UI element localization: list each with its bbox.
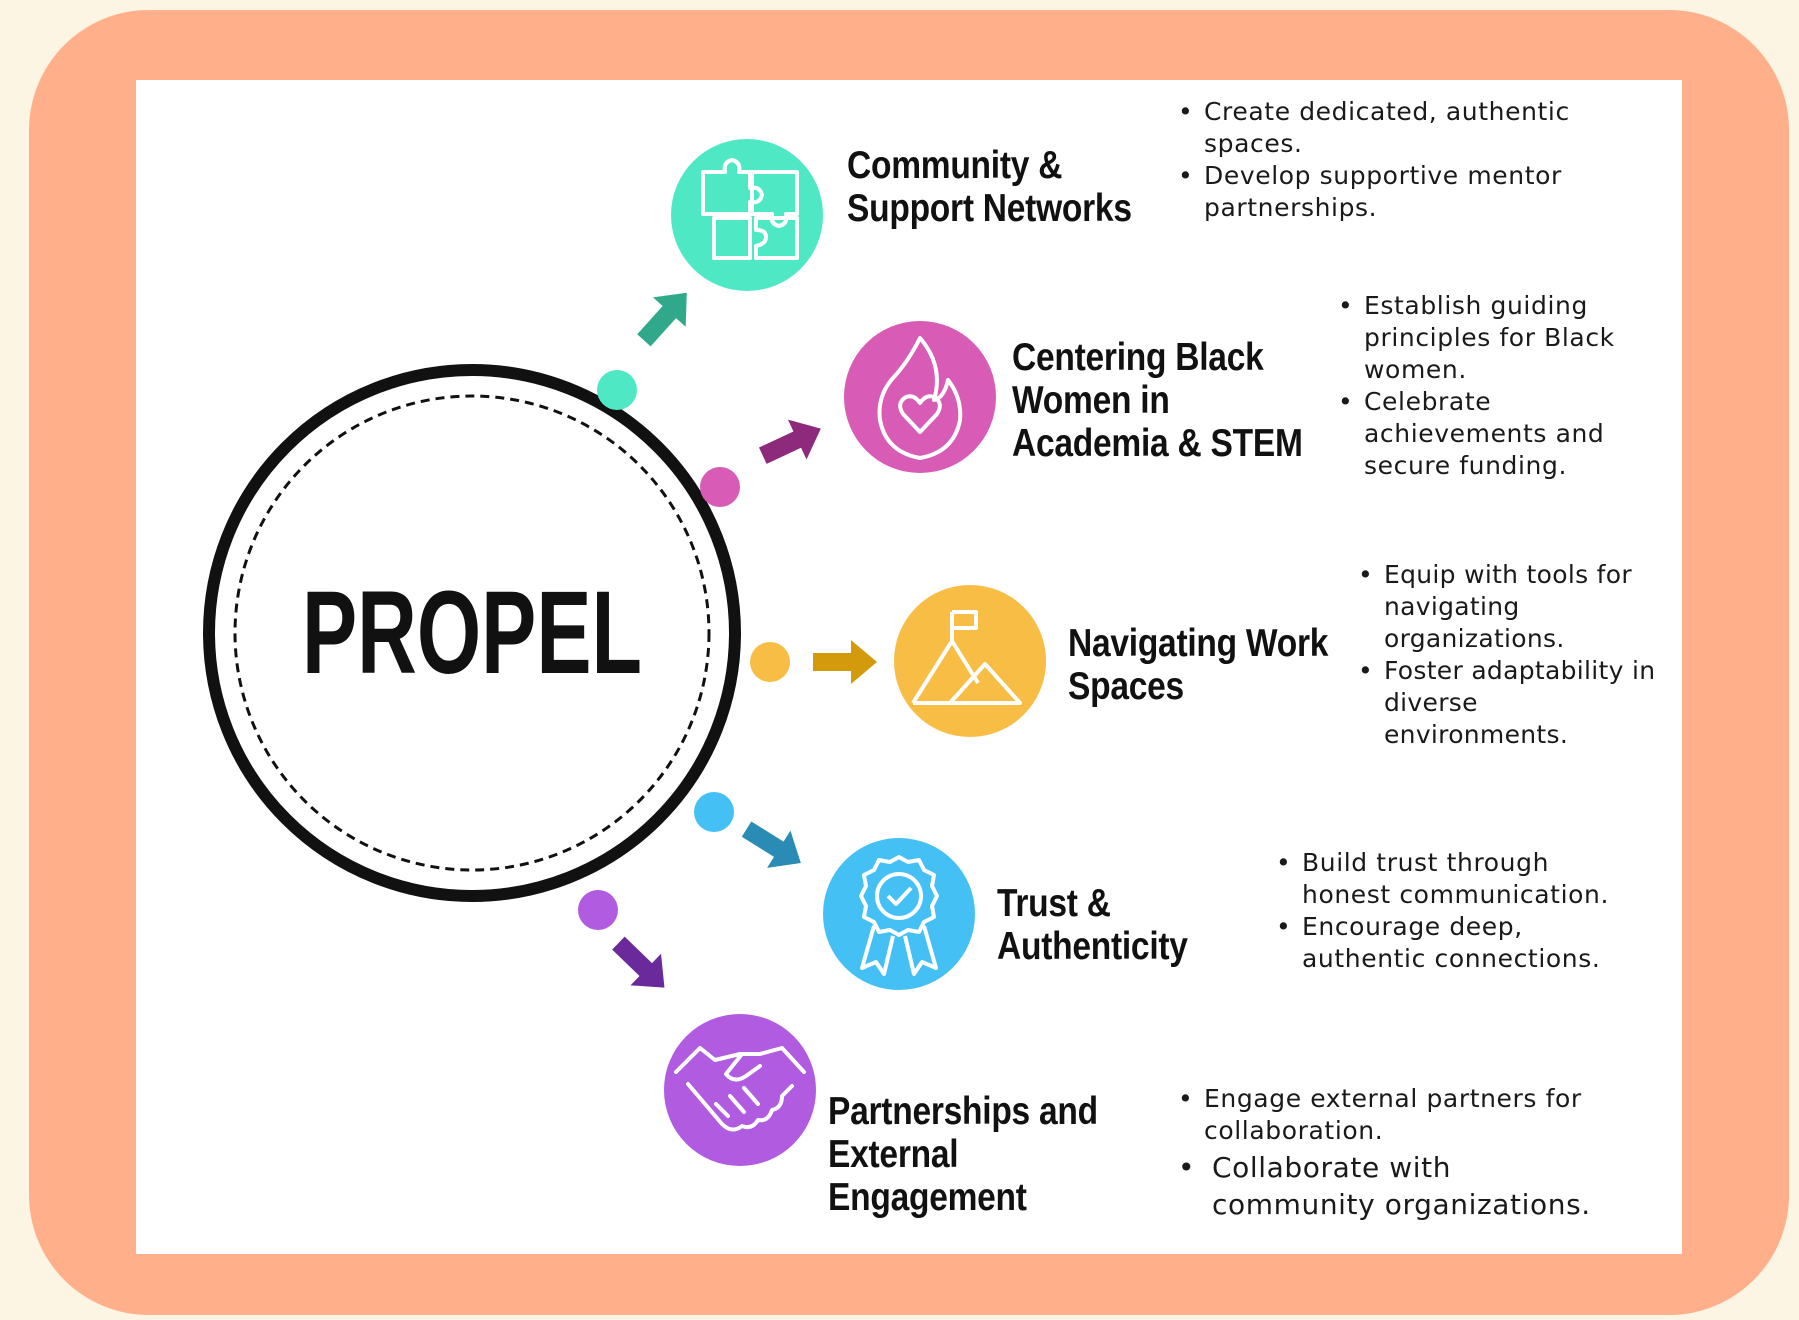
bullets-centering: Establish guiding principles for Black w… — [1334, 290, 1615, 482]
bullet-item: Encourage deep, authentic connections. — [1276, 911, 1609, 975]
bullet-line: collaboration. — [1204, 1116, 1384, 1145]
bullet-line: Celebrate — [1364, 387, 1492, 416]
title-line: Support Networks — [847, 187, 1132, 230]
bullet-line: partnerships. — [1204, 193, 1378, 222]
bullets-partnerships: Engage external partners for collaborati… — [1174, 1083, 1591, 1223]
propel-hub: PROPEL — [203, 364, 741, 902]
title-line: Centering Black — [1012, 336, 1264, 379]
bullet-item: Create dedicated, authentic spaces. — [1178, 96, 1570, 160]
title-line: Women in — [1012, 379, 1170, 422]
bullet-line: diverse — [1384, 688, 1478, 717]
title-line: Spaces — [1068, 665, 1184, 708]
bullet-line: women. — [1364, 355, 1467, 384]
arrow-trust — [734, 810, 813, 882]
connector-dot-community — [597, 370, 637, 410]
arrow-navigating — [813, 640, 877, 684]
bullet-item: Establish guiding principles for Black w… — [1338, 290, 1615, 386]
pillar-title-trust: Trust & Authenticity — [997, 882, 1188, 968]
bullet-line: honest communication. — [1302, 880, 1610, 909]
bullet-line: achievements and — [1364, 419, 1605, 448]
bullet-line: Create dedicated, authentic — [1204, 97, 1570, 126]
bullet-line: Encourage deep, — [1302, 912, 1523, 941]
pillar-title-centering: Centering Black Women in Academia & STEM — [1012, 336, 1303, 465]
bullet-line: environments. — [1384, 720, 1569, 749]
bullets-navigating: Equip with tools for navigating organiza… — [1354, 559, 1655, 751]
bullet-line: Collaborate with — [1212, 1151, 1452, 1184]
arrow-community — [627, 278, 704, 356]
connector-dot-navigating — [750, 642, 790, 682]
bullet-line: Develop supportive mentor — [1204, 161, 1562, 190]
bullet-item: Develop supportive mentor partnerships. — [1178, 160, 1570, 224]
bullet-line: authentic connections. — [1302, 944, 1601, 973]
connector-dot-trust — [694, 792, 734, 832]
bullet-item: Collaborate with community organizations… — [1178, 1149, 1591, 1223]
hub-label: PROPEL — [302, 567, 642, 699]
bullet-item: Foster adaptability in diverse environme… — [1358, 655, 1656, 751]
bullet-line: Establish guiding — [1364, 291, 1588, 320]
bullets-community: Create dedicated, authentic spaces. Deve… — [1174, 96, 1570, 224]
bullet-line: organizations. — [1384, 624, 1565, 653]
puzzle-icon — [671, 139, 823, 291]
bullet-item: Celebrate achievements and secure fundin… — [1338, 386, 1615, 482]
title-line: Academia & STEM — [1012, 422, 1303, 465]
title-line: Partnerships and — [828, 1090, 1098, 1133]
bullet-line: Engage external partners for — [1204, 1084, 1582, 1113]
bullet-line: navigating — [1384, 592, 1520, 621]
arrow-centering — [753, 408, 831, 476]
bullet-line: principles for Black — [1364, 323, 1615, 352]
bullet-line: spaces. — [1204, 129, 1303, 158]
title-line: Community & — [847, 144, 1063, 187]
title-line: External — [828, 1133, 959, 1176]
connector-dot-centering — [700, 467, 740, 507]
connector-dot-partnerships — [578, 890, 618, 930]
bullet-line: secure funding. — [1364, 451, 1568, 480]
bullet-line: Build trust through — [1302, 848, 1550, 877]
arrow-partnerships — [603, 927, 680, 1004]
bullet-line: community organizations. — [1212, 1188, 1591, 1221]
bullet-item: Build trust through honest communication… — [1276, 847, 1610, 911]
handshake-icon — [664, 1014, 816, 1166]
pillar-title-community: Community & Support Networks — [847, 144, 1132, 230]
bullets-trust: Build trust through honest communication… — [1272, 847, 1609, 975]
title-line: Navigating Work — [1068, 622, 1329, 665]
bullet-item: Engage external partners for collaborati… — [1178, 1083, 1591, 1147]
bullet-line: Foster adaptability in — [1384, 656, 1656, 685]
title-line: Engagement — [828, 1176, 1027, 1219]
pillar-title-navigating: Navigating Work Spaces — [1068, 622, 1328, 708]
title-line: Authenticity — [997, 925, 1188, 968]
flame-heart-icon — [844, 321, 996, 473]
bullet-item: Equip with tools for navigating organiza… — [1358, 559, 1655, 655]
title-line: Trust & — [997, 882, 1111, 925]
bullet-line: Equip with tools for — [1384, 560, 1632, 589]
award-badge-icon — [823, 838, 975, 990]
pillar-title-partnerships: Partnerships and External Engagement — [828, 1090, 1098, 1219]
mountain-flag-icon — [894, 585, 1046, 737]
